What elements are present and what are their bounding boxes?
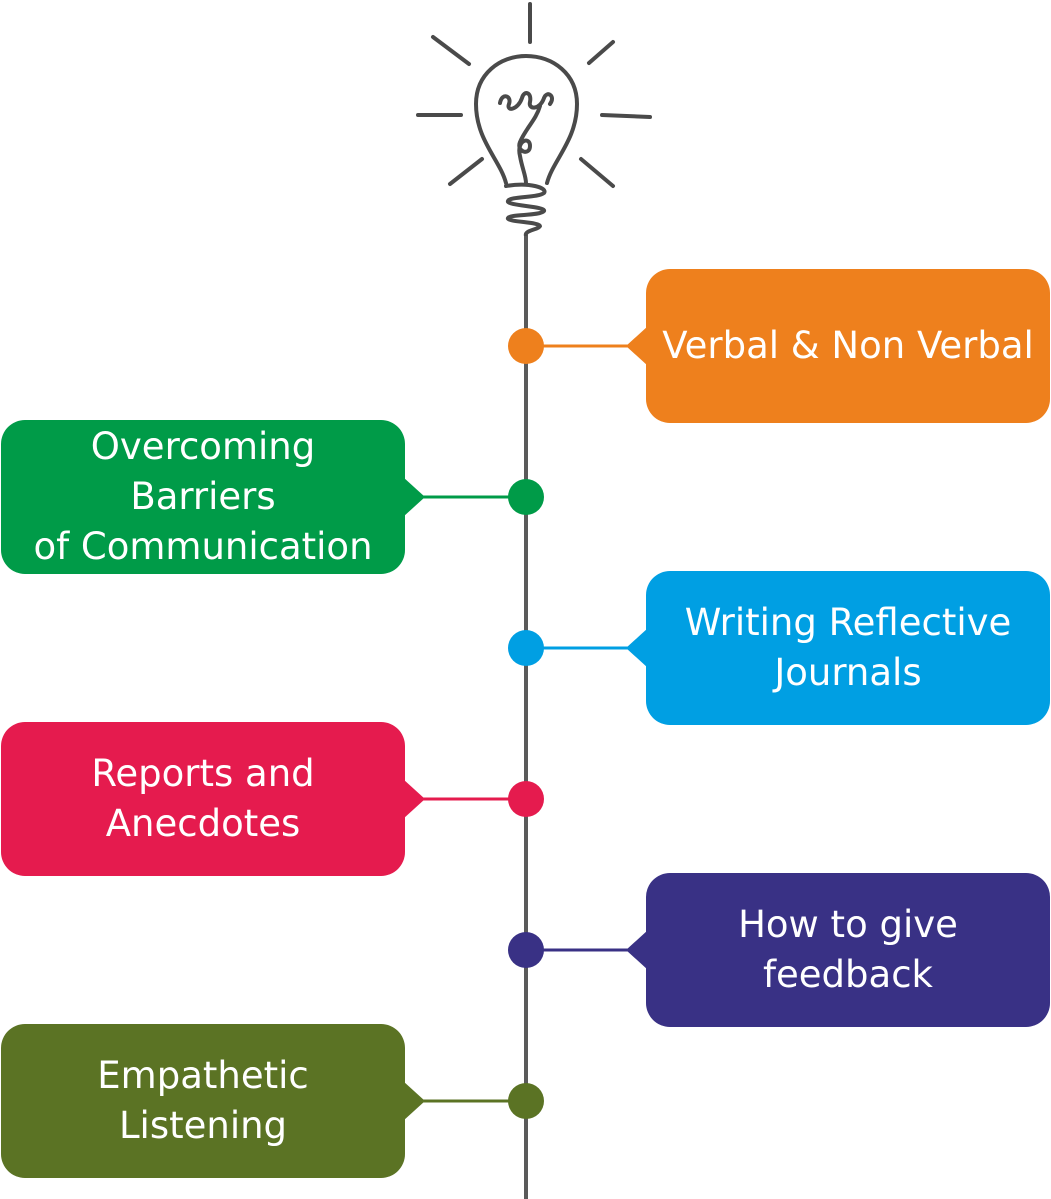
callout-label: Writing Reflective Journals (684, 601, 1012, 694)
callout-pointer (403, 477, 425, 517)
callout-box (646, 269, 1050, 423)
callout-pointer (626, 930, 648, 970)
lightbulb-icon (416, 2, 652, 238)
callout-label: Empathetic Listening (97, 1054, 309, 1147)
callout-pointer (403, 779, 425, 819)
timeline-node (508, 630, 544, 666)
callout-label: Overcoming Barriers of Communication (33, 425, 373, 568)
callout-label: Reports and Anecdotes (91, 752, 315, 845)
callout-box (1, 420, 405, 574)
callout-box (646, 873, 1050, 1027)
callout-box (1, 722, 405, 876)
callout-label: How to give feedback (738, 903, 958, 996)
timeline-node (508, 328, 544, 364)
timeline-node (508, 479, 544, 515)
callout-pointer (626, 326, 648, 366)
timeline-node (508, 781, 544, 817)
timeline-node (508, 932, 544, 968)
timeline-node (508, 1083, 544, 1119)
callout-box (1, 1024, 405, 1178)
callout-pointer (403, 1081, 425, 1121)
callout-box (646, 571, 1050, 725)
callout-label: Verbal & Non Verbal (662, 324, 1034, 367)
callout-pointer (626, 628, 648, 668)
